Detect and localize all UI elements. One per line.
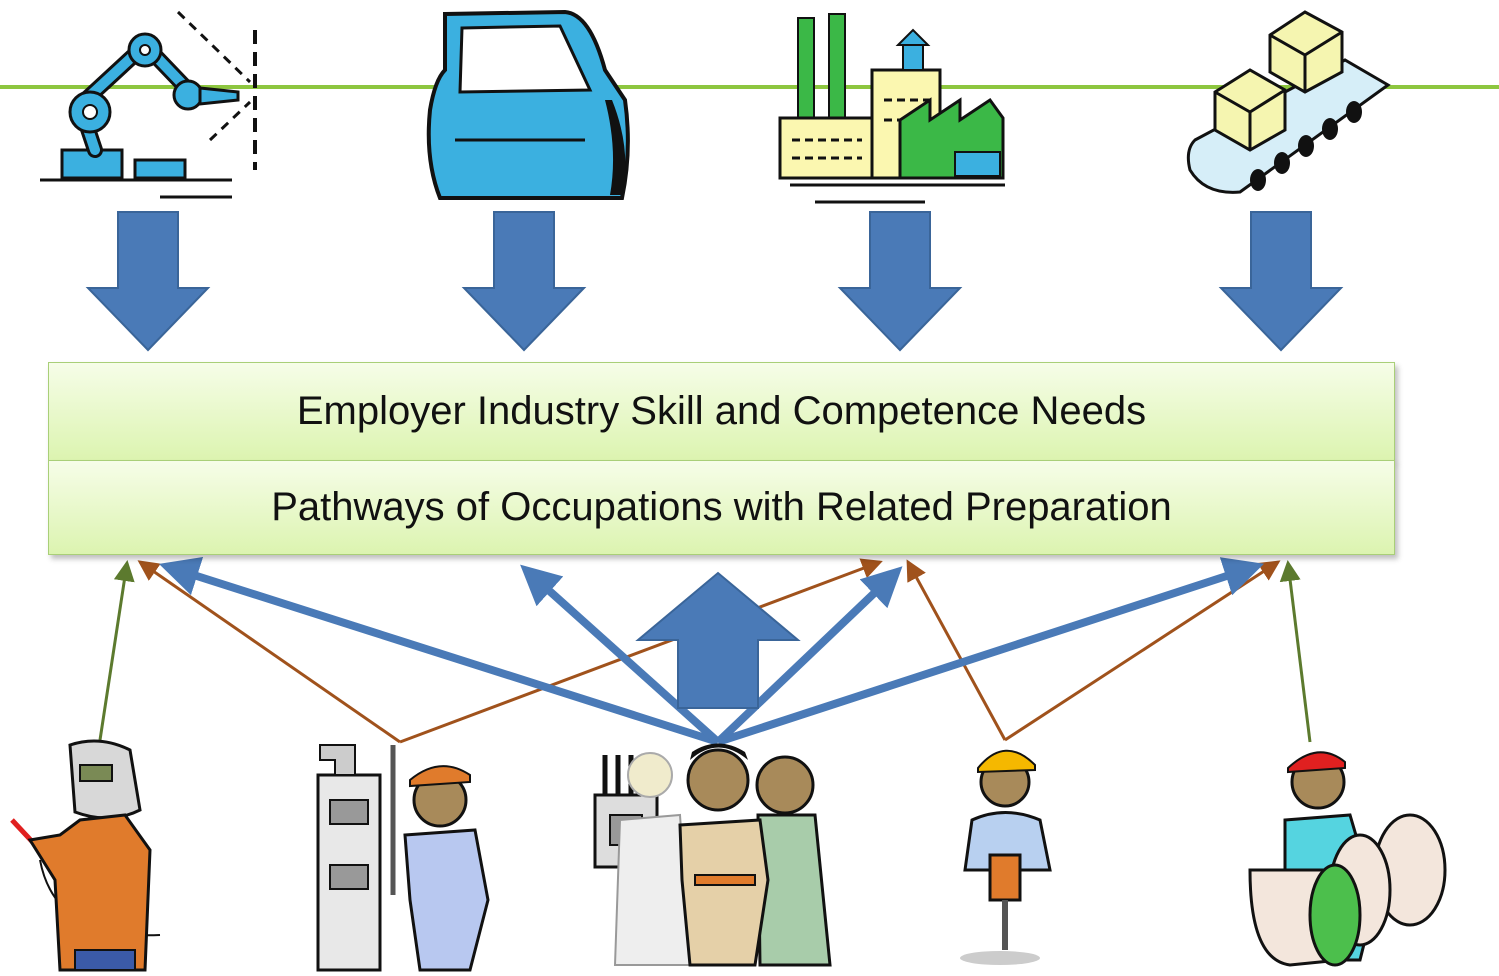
blue-arrows bbox=[158, 557, 1265, 746]
down-arrow-3 bbox=[837, 211, 963, 352]
up-arrow-center bbox=[635, 571, 801, 709]
jackhammer-worker-icon bbox=[960, 749, 1052, 965]
down-arrow-2 bbox=[461, 211, 587, 352]
occupation-pathways-text: Pathways of Occupations with Related Pre… bbox=[271, 485, 1172, 529]
conveyor-boxes-icon bbox=[1186, 10, 1391, 194]
skill-needs-text: Employer Industry Skill and Competence N… bbox=[296, 389, 1147, 433]
occupation-pathways-band: Pathways of Occupations with Related Pre… bbox=[48, 460, 1395, 555]
welder-icon bbox=[10, 739, 161, 972]
factory-icon bbox=[778, 13, 1005, 204]
textile-worker-icon bbox=[1248, 751, 1447, 967]
olive-arrows bbox=[98, 560, 1312, 743]
down-arrow-1 bbox=[85, 211, 211, 352]
robotic-arm-icon bbox=[40, 10, 257, 199]
worker-group-icon bbox=[593, 743, 832, 967]
down-arrow-4 bbox=[1218, 211, 1344, 352]
hvac-technician-icon bbox=[316, 744, 490, 972]
skill-needs-band: Employer Industry Skill and Competence N… bbox=[48, 362, 1395, 461]
car-door-icon bbox=[426, 9, 630, 200]
